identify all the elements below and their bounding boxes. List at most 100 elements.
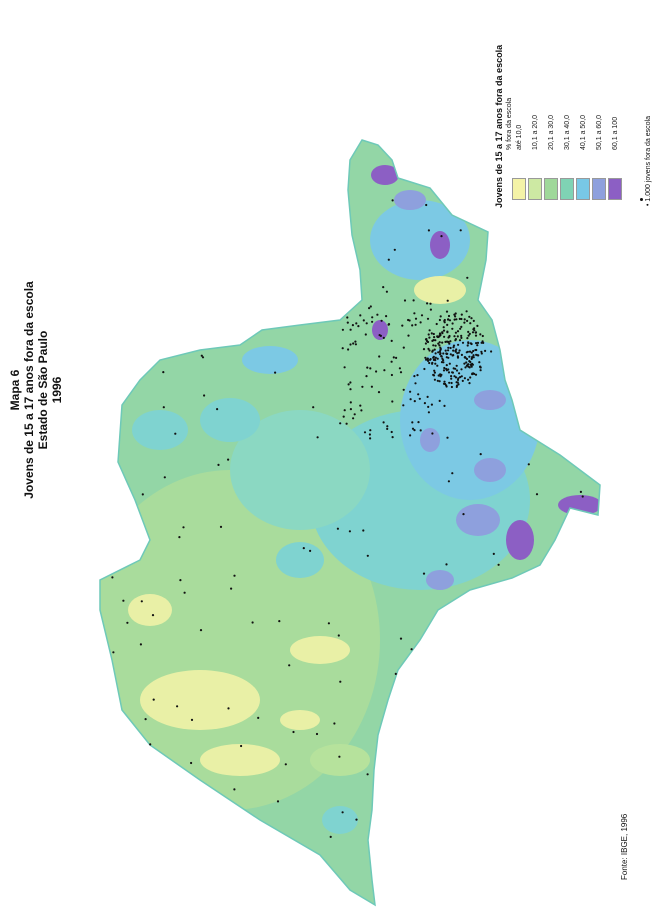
population-dot [467, 363, 470, 366]
population-dot [151, 614, 155, 617]
population-dot [278, 620, 281, 623]
population-dot [451, 354, 454, 357]
population-dot [472, 328, 475, 331]
population-dot [354, 340, 357, 343]
population-dot [144, 718, 147, 721]
population-dot [424, 342, 427, 345]
population-dot [476, 341, 480, 344]
population-dot [432, 358, 435, 361]
population-dot [233, 574, 236, 577]
population-dot [463, 318, 466, 321]
population-dot [425, 339, 429, 343]
legend-swatch-3 [544, 178, 558, 200]
population-dot [468, 332, 471, 335]
population-dot [463, 362, 466, 365]
population-dot [369, 437, 372, 440]
population-dot [480, 352, 483, 355]
population-dot [349, 388, 352, 391]
population-dot [445, 563, 448, 566]
population-dot [478, 361, 481, 364]
population-dot [466, 276, 469, 279]
population-dot [419, 321, 422, 324]
population-dot [460, 368, 463, 371]
population-dot [343, 366, 346, 369]
population-dot [458, 349, 461, 352]
population-dot [443, 366, 446, 370]
population-dot [456, 355, 459, 358]
population-dot [402, 404, 405, 407]
population-dot [349, 381, 352, 384]
legend-title: Jovens de 15 a 17 anos fora da escola [494, 44, 504, 208]
population-dot [309, 549, 312, 553]
population-dot [481, 334, 484, 338]
state-outline [99, 139, 601, 907]
population-dot [422, 572, 426, 575]
population-dot [371, 316, 374, 319]
population-dot [443, 404, 446, 407]
population-dot [449, 346, 452, 350]
population-dot [474, 373, 478, 376]
population-dot [492, 552, 495, 556]
population-dot [219, 525, 223, 529]
population-dot [338, 755, 341, 758]
population-dot [426, 395, 429, 398]
population-dot [227, 458, 230, 461]
population-dot [339, 422, 342, 425]
population-dot [424, 356, 427, 359]
population-dot [466, 337, 469, 340]
population-dot [240, 744, 243, 748]
population-dot [436, 335, 439, 338]
population-dot [443, 335, 446, 338]
population-dot [471, 372, 474, 375]
population-dot [447, 318, 450, 321]
population-dot [441, 341, 444, 344]
population-dot [455, 348, 458, 351]
population-dot [436, 379, 439, 382]
population-dot [362, 319, 365, 322]
population-dot [454, 338, 457, 341]
population-dot [385, 290, 388, 293]
population-dot [453, 375, 456, 378]
population-dot [474, 334, 478, 337]
population-dot [420, 314, 424, 317]
population-dot [413, 312, 416, 315]
population-dot [382, 286, 385, 289]
population-dot [316, 436, 319, 439]
population-dot [433, 369, 436, 372]
population-dot [152, 698, 155, 701]
population-dot [467, 334, 470, 337]
population-dot [459, 327, 462, 330]
population-dot [190, 761, 193, 765]
population-dot [453, 335, 456, 338]
population-dot [354, 343, 357, 346]
legend-swatch-5 [576, 178, 590, 200]
population-dot [458, 372, 461, 375]
population-dot [445, 310, 449, 313]
population-dot [445, 340, 449, 343]
population-dot [368, 433, 371, 436]
population-dot [442, 326, 445, 329]
population-dot [233, 788, 236, 791]
population-dot [445, 367, 448, 371]
population-dot [427, 359, 430, 362]
population-dot [466, 344, 469, 347]
population-dot [425, 203, 428, 207]
population-dot [366, 773, 369, 776]
population-dot [452, 349, 455, 352]
legend-swatch-6 [592, 178, 606, 200]
population-dot [382, 421, 385, 424]
population-dot [460, 317, 463, 321]
population-dot [276, 800, 280, 803]
population-dot [447, 346, 450, 349]
population-dot [390, 360, 393, 363]
legend-label-4: 30,1 a 40,0 [564, 114, 571, 150]
population-dot [431, 362, 434, 365]
population-dot [395, 356, 398, 359]
population-dot [447, 314, 451, 318]
population-dot [414, 323, 417, 326]
population-dot [451, 327, 454, 330]
population-dot [217, 463, 220, 466]
population-dot [140, 600, 143, 603]
population-dot [454, 331, 457, 334]
population-dot [467, 342, 470, 345]
